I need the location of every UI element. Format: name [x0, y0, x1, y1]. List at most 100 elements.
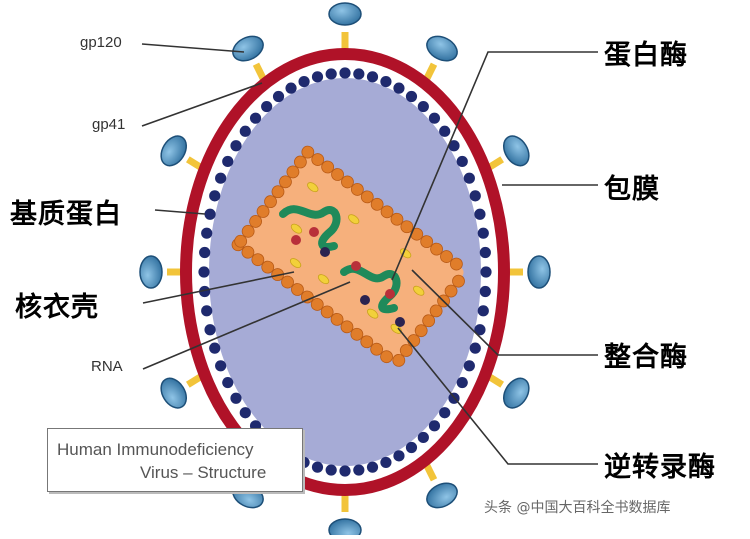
matrix-protein-bead	[477, 227, 489, 239]
capsid-bead-border	[231, 145, 465, 367]
matrix-protein-bead	[199, 285, 211, 298]
matrix-protein-bead	[272, 90, 285, 103]
matrix-protein-bead	[298, 75, 310, 88]
gp120-head	[232, 35, 264, 62]
leader-protease	[391, 51, 598, 281]
capsid-bead	[429, 304, 443, 318]
capsid-bead	[330, 312, 344, 326]
label-envelope: 包膜	[604, 174, 660, 205]
matrix-protein-bead	[405, 90, 418, 103]
gp120-head	[527, 255, 551, 289]
label-protease: 蛋白酶	[604, 40, 688, 71]
leader-lines	[141, 43, 598, 465]
capsid-protein-oval	[413, 285, 425, 296]
glycoprotein-spikes	[139, 2, 551, 539]
matrix-protein-bead	[353, 464, 365, 476]
matrix-protein-bead	[469, 190, 481, 202]
enzyme-dot	[385, 289, 395, 299]
enzyme-dot-dark	[395, 317, 405, 327]
enzyme-dot	[291, 235, 301, 245]
capsid-bead	[251, 253, 265, 267]
enzyme-dot-dark	[320, 247, 330, 257]
matrix-protein-bead	[339, 67, 351, 79]
capsid-bead	[449, 257, 463, 271]
gp120-head	[426, 482, 458, 509]
matrix-protein-bead	[209, 342, 221, 354]
matrix-protein-bead	[380, 456, 392, 469]
matrix-protein-bead	[201, 305, 213, 317]
matrix-protein-bead	[285, 82, 297, 94]
matrix-protein-bead	[215, 360, 227, 372]
leader-reverse-transcriptase	[397, 327, 598, 465]
label-reverse-transcriptase: 逆转录酶	[604, 452, 716, 483]
label-matrix-protein: 基质蛋白	[10, 199, 122, 230]
capsid-bead	[249, 215, 263, 228]
matrix-protein-bead	[311, 461, 324, 473]
leader-matrix-protein	[154, 209, 206, 215]
label-capsid: 核衣壳	[15, 292, 99, 323]
matrix-protein-bead	[417, 431, 429, 444]
rna-strand-1	[279, 205, 341, 251]
enzyme-dot	[309, 227, 319, 237]
matrix-protein-bead	[198, 266, 210, 278]
matrix-protein-bead	[477, 305, 489, 317]
leader-gp120	[141, 43, 245, 53]
matrix-protein-bead	[463, 172, 475, 184]
matrix-protein-bead	[230, 392, 242, 404]
matrix-protein-bead	[480, 266, 492, 278]
matrix-protein-bead	[448, 140, 460, 152]
enzyme-dot	[351, 261, 361, 271]
leader-rna	[142, 281, 351, 370]
matrix-protein-bead	[439, 125, 451, 137]
matrix-protein-bead	[479, 246, 491, 259]
matrix-protein-bead	[428, 420, 441, 432]
enzyme-dot-dark	[360, 295, 370, 305]
gp120-head	[139, 255, 163, 289]
matrix-protein-bead	[417, 100, 429, 113]
matrix-protein-bead	[239, 407, 251, 419]
capsid-protein-oval	[290, 223, 303, 234]
matrix-protein-bead	[204, 208, 216, 220]
matrix-protein-bead	[201, 227, 213, 239]
capsid-bead	[380, 350, 393, 364]
caption-box: Human Immunodeficiency Virus – Structure	[47, 428, 303, 492]
matrix-protein-bead	[204, 324, 216, 336]
gp120-head	[160, 135, 188, 167]
matrix-protein-bead	[339, 465, 351, 477]
matrix-protein-bead	[199, 246, 211, 259]
capsid-contents	[289, 182, 425, 334]
matrix-protein-bead	[439, 407, 451, 419]
matrix-protein-bead	[479, 285, 491, 298]
matrix-protein-bead	[469, 342, 481, 354]
capsid-bead	[321, 160, 335, 174]
label-rna: RNA	[91, 358, 123, 375]
matrix-protein-bead	[325, 464, 337, 476]
leader-gp41	[141, 82, 263, 127]
capsid-protein-oval	[317, 274, 330, 285]
rna-strand-2	[340, 264, 401, 314]
matrix-protein-bead	[456, 155, 468, 168]
matrix-protein-bead	[353, 68, 365, 80]
capsid-bead	[370, 197, 384, 211]
capsid-bead	[293, 155, 307, 169]
matrix-protein-bead	[405, 441, 418, 454]
matrix-protein-bead	[215, 172, 227, 184]
matrix-protein-bead	[249, 112, 262, 124]
caption-line-2: Virus – Structure	[140, 463, 267, 482]
matrix-protein-bead	[428, 112, 441, 124]
matrix-protein-bead	[366, 461, 379, 473]
matrix-protein-layer	[198, 67, 492, 477]
gp120-head	[328, 518, 362, 539]
capsid-protein-oval	[367, 308, 379, 319]
matrix-protein-bead	[239, 125, 251, 137]
matrix-protein-bead	[474, 208, 486, 220]
matrix-protein-bead	[393, 450, 405, 462]
capsid-protein-oval	[289, 258, 302, 269]
gp120-head	[502, 377, 530, 409]
gp120-head	[328, 2, 362, 26]
matrix-protein-bead	[209, 190, 221, 202]
caption-line-1: Human Immunodeficiency	[57, 440, 254, 459]
capsid-protein-oval	[348, 214, 360, 225]
